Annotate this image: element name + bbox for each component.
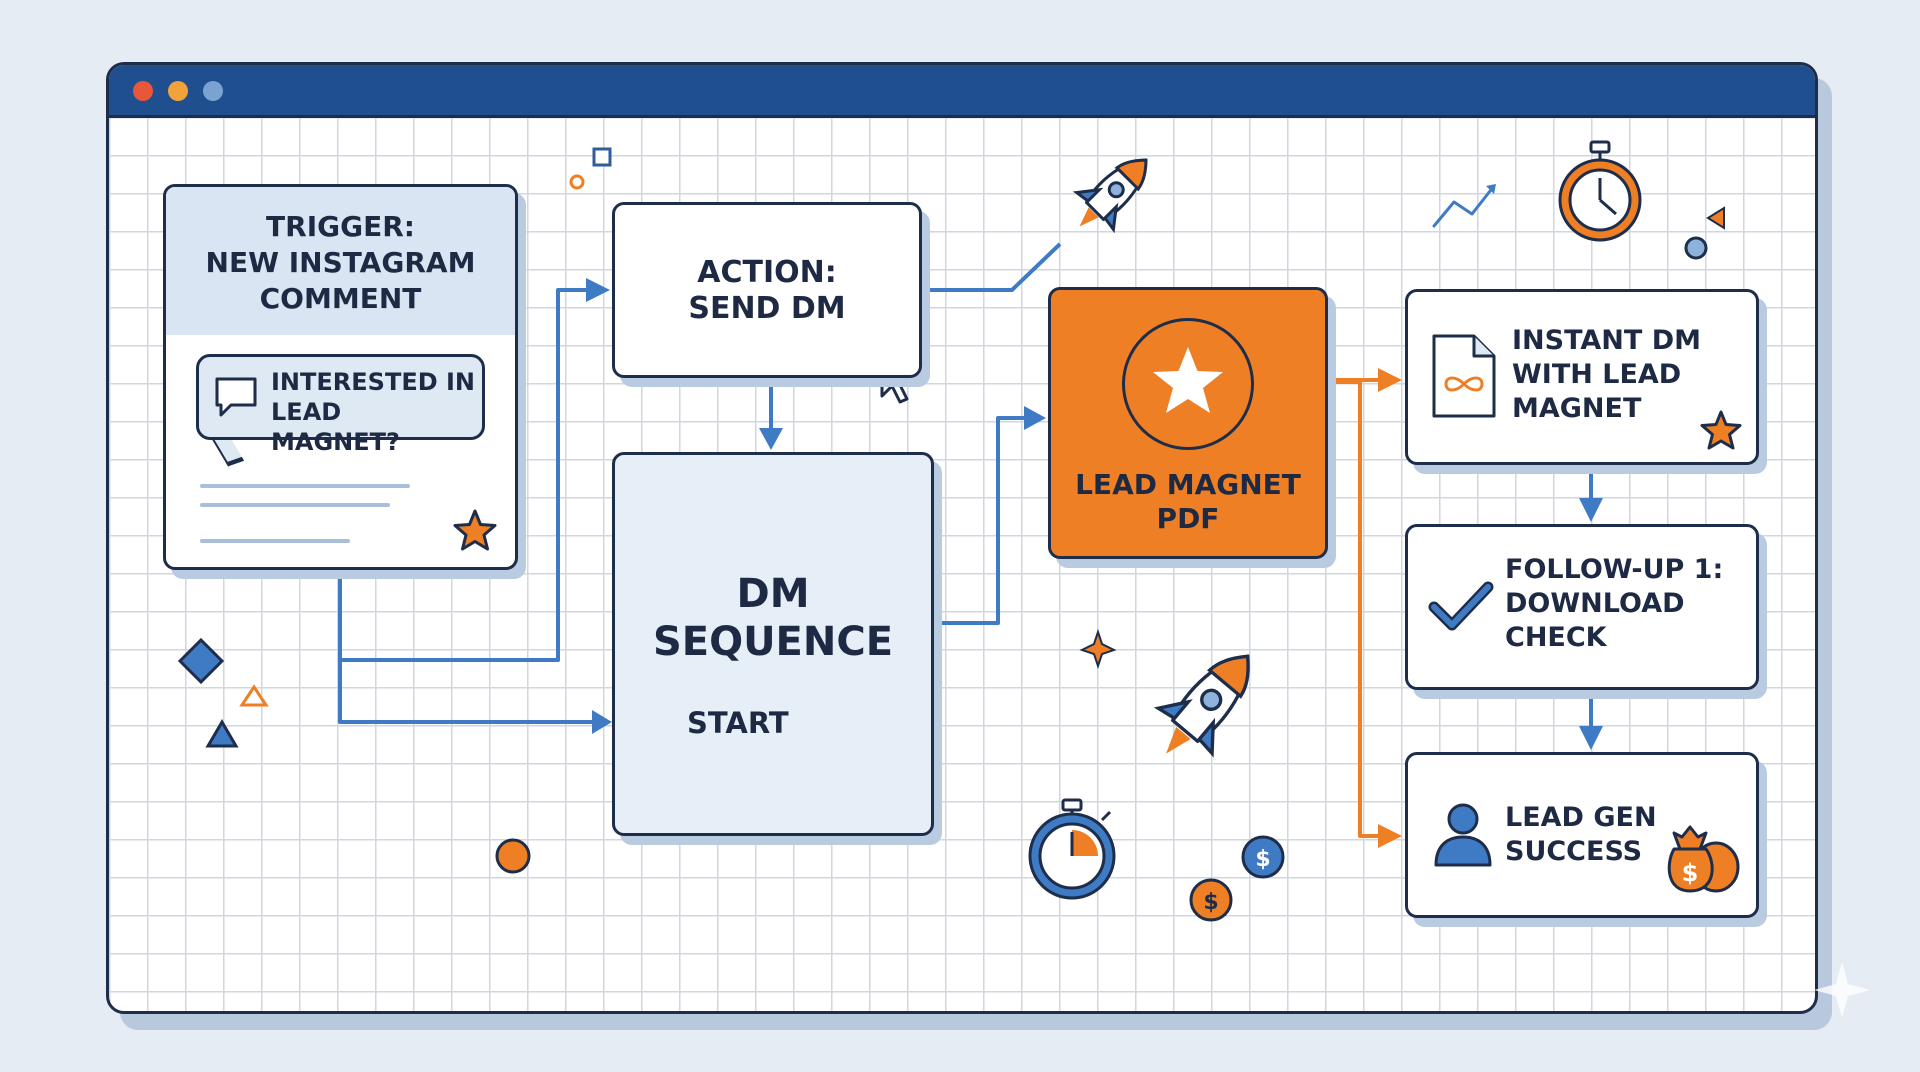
small-orange-triangle-shape bbox=[1706, 206, 1725, 230]
sparkle-icon bbox=[1079, 628, 1117, 670]
dm-sequence-node[interactable]: DM SEQUENCE START bbox=[612, 452, 934, 836]
connector-lead-magnet-to-success bbox=[1328, 380, 1380, 838]
comment-bubble: INTERESTED IN LEAD MAGNET? bbox=[196, 354, 485, 456]
text-line-placeholder bbox=[200, 503, 390, 507]
coin-blue-symbol: $ bbox=[1255, 847, 1270, 872]
action-title: ACTION: SEND DM bbox=[688, 255, 846, 326]
arrowhead-followup-to-success bbox=[1579, 726, 1603, 750]
text-line-placeholder bbox=[200, 539, 350, 543]
coin-orange-symbol: $ bbox=[1203, 890, 1218, 915]
lead-magnet-title: LEAD MAGNET PDF bbox=[1075, 468, 1301, 535]
checkmark-icon bbox=[1428, 581, 1494, 631]
connector-dm-sequence-to-lead-magnet bbox=[934, 416, 1026, 625]
connector-trigger-to-action bbox=[338, 288, 586, 662]
rocket-icon bbox=[1072, 158, 1148, 234]
stopwatch-blue-icon bbox=[1028, 798, 1116, 900]
instant-dm-node[interactable]: INSTANT DM WITH LEAD MAGNET bbox=[1405, 289, 1759, 465]
connector-trigger-to-start bbox=[338, 660, 594, 724]
square-shape bbox=[592, 147, 612, 167]
window-close-button[interactable] bbox=[133, 81, 153, 101]
arrowhead-lead-magnet-to-instant bbox=[1378, 368, 1402, 392]
comment-text: INTERESTED IN LEAD MAGNET? bbox=[271, 368, 475, 456]
blue-circle-shape bbox=[1684, 236, 1708, 260]
dm-sequence-title: DM SEQUENCE bbox=[652, 571, 894, 665]
window-minimize-button[interactable] bbox=[168, 81, 188, 101]
connector-action-to-rocket bbox=[922, 242, 1062, 292]
star-badge-icon bbox=[1153, 347, 1223, 413]
start-label: START bbox=[687, 706, 789, 740]
instant-dm-title: INSTANT DM WITH LEAD MAGNET bbox=[1512, 325, 1701, 424]
chat-bubble-icon bbox=[215, 377, 257, 417]
arrowhead-trigger-to-start bbox=[592, 710, 612, 734]
window-maximize-button[interactable] bbox=[203, 81, 223, 101]
lead-gen-title: LEAD GEN SUCCESS bbox=[1505, 802, 1657, 867]
watermark-sparkle-icon bbox=[1814, 962, 1870, 1018]
title-bar bbox=[109, 65, 1815, 118]
follow-up-title: FOLLOW-UP 1: DOWNLOAD CHECK bbox=[1505, 554, 1724, 653]
trend-line-icon bbox=[1432, 184, 1496, 228]
arrowhead-action-to-dm-sequence bbox=[759, 428, 783, 450]
trigger-header bbox=[166, 187, 515, 335]
arrowhead-dm-sequence-to-lead-magnet bbox=[1024, 406, 1046, 430]
arrowhead-lead-magnet-to-success bbox=[1378, 824, 1402, 848]
money-bag-icon: $ bbox=[1667, 825, 1740, 893]
trigger-node[interactable]: TRIGGER: NEW INSTAGRAM COMMENT INTERESTE… bbox=[163, 184, 518, 570]
rocket-large-icon bbox=[1153, 654, 1250, 758]
user-icon bbox=[1434, 803, 1492, 867]
follow-up-node[interactable]: FOLLOW-UP 1: DOWNLOAD CHECK bbox=[1405, 524, 1759, 690]
orange-dot-shape bbox=[495, 838, 531, 874]
small-circle-shape bbox=[569, 174, 585, 190]
star-icon bbox=[1700, 410, 1742, 450]
coin-blue-icon: $ bbox=[1241, 835, 1285, 879]
star-icon bbox=[453, 509, 497, 551]
action-node[interactable]: ACTION: SEND DM bbox=[612, 202, 922, 378]
arrowhead-instant-to-followup bbox=[1579, 498, 1603, 522]
triangle-orange-shape bbox=[239, 684, 269, 707]
diamond-shape bbox=[177, 637, 225, 685]
triangle-blue-shape bbox=[205, 719, 239, 748]
text-line-placeholder bbox=[200, 484, 410, 488]
lead-gen-success-node[interactable]: LEAD GEN SUCCESS $ bbox=[1405, 752, 1759, 918]
stopwatch-orange-icon bbox=[1558, 140, 1642, 242]
magnet-badge bbox=[1122, 318, 1254, 450]
trigger-title: TRIGGER: NEW INSTAGRAM COMMENT bbox=[205, 210, 476, 315]
money-bag-symbol: $ bbox=[1682, 859, 1699, 887]
document-icon bbox=[1432, 334, 1496, 418]
arrowhead-trigger-to-action bbox=[586, 278, 610, 302]
trend-line-arrowhead bbox=[1486, 184, 1496, 194]
lead-magnet-node[interactable]: LEAD MAGNET PDF bbox=[1048, 287, 1328, 559]
coin-orange-icon: $ bbox=[1189, 878, 1233, 922]
